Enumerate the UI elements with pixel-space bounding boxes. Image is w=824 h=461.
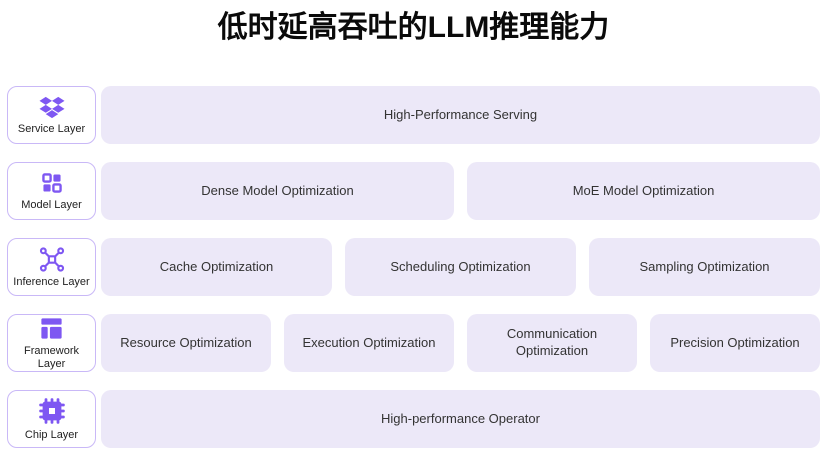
- layer-label: Framework Layer: [23, 345, 79, 370]
- capability-box: High-Performance Serving: [101, 86, 820, 144]
- network-nodes-icon: [37, 246, 67, 273]
- capability-box: Execution Optimization: [284, 314, 454, 372]
- dropbox-icon: [38, 95, 66, 120]
- layer-label: Model Layer: [21, 199, 82, 212]
- capability-box: MoE Model Optimization: [467, 162, 820, 220]
- capability-box: Dense Model Optimization: [101, 162, 454, 220]
- capability-boxes: High-Performance Serving: [101, 86, 820, 144]
- page-title: 低时延高吞吐的LLM推理能力: [217, 11, 610, 44]
- layer-card: Service Layer: [7, 86, 96, 144]
- layer-label: Chip Layer: [24, 429, 79, 442]
- layer-card: Framework Layer: [7, 314, 96, 372]
- layer-label: Inference Layer: [13, 275, 90, 288]
- capability-box: Scheduling Optimization: [345, 238, 576, 296]
- chip-icon: [37, 396, 67, 426]
- layer-card: Chip Layer: [7, 390, 96, 448]
- capability-box: High-performance Operator: [101, 390, 820, 448]
- capability-box: Resource Optimization: [101, 314, 271, 372]
- capability-box: Cache Optimization: [101, 238, 332, 296]
- layout-icon: [38, 315, 65, 342]
- layer-label: Service Layer: [17, 122, 86, 135]
- layer-row: Service Layer High-Performance Serving: [7, 86, 820, 144]
- grid-squares-icon: [39, 170, 65, 196]
- layer-row: Chip Layer High-performance Operator: [7, 390, 820, 448]
- layer-rows: Service Layer High-Performance Serving M…: [7, 86, 820, 448]
- layer-card: Inference Layer: [7, 238, 96, 296]
- capability-box: Communication Optimization: [467, 314, 637, 372]
- capability-box: Precision Optimization: [650, 314, 820, 372]
- capability-boxes: High-performance Operator: [101, 390, 820, 448]
- capability-box: Sampling Optimization: [589, 238, 820, 296]
- layer-card: Model Layer: [7, 162, 96, 220]
